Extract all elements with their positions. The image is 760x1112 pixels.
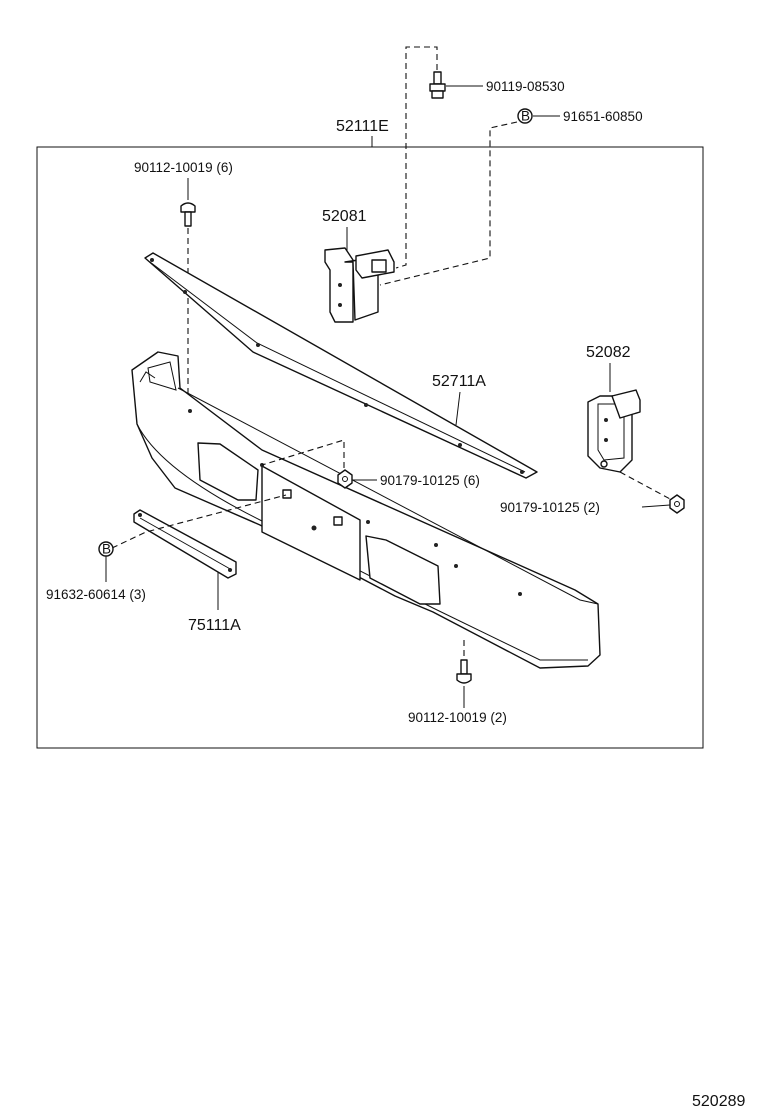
label-bolt-top: 90119-08530: [486, 79, 565, 94]
label-reinforcement: 75111A: [188, 617, 241, 634]
label-nut-center: 90179-10125 (6): [380, 473, 480, 488]
leader-nut-right: [641, 504, 671, 508]
label-bracket-right: 52082: [586, 344, 631, 361]
assembly-frame: [36, 146, 704, 749]
washer-b-left-icon: B: [98, 541, 114, 557]
clip-left-icon: [180, 202, 196, 227]
dash-reinforcement: [111, 494, 287, 549]
dash-bolt-top: [395, 46, 438, 269]
washer-b-top-icon: B: [517, 108, 533, 124]
label-clip-bottom: 90112-10019 (2): [408, 710, 507, 725]
label-washer-top: 91651-60850: [563, 109, 643, 124]
label-bracket-left: 52081: [322, 208, 367, 225]
label-assembly: 52111E: [336, 118, 389, 135]
nut-center-icon: [337, 469, 353, 489]
bracket-right-icon: [587, 389, 641, 473]
diagram-code: 520289: [692, 1093, 745, 1110]
bumper-icon: [131, 351, 601, 669]
dash-washer-top: [379, 121, 518, 286]
svg-text:B: B: [102, 542, 111, 557]
label-clip-left: 90112-10019 (6): [134, 160, 233, 175]
svg-text:B: B: [521, 109, 530, 124]
bracket-left-icon: [324, 247, 395, 323]
label-washer-left: 91632-60614 (3): [46, 587, 146, 602]
dash-nut-center: [261, 439, 345, 468]
label-cover: 52711A: [432, 373, 486, 390]
bolt-top-icon: [429, 71, 446, 99]
cover-strip-icon: [144, 252, 538, 479]
leader-cover: [455, 391, 461, 426]
clip-bottom-icon: [456, 659, 472, 684]
dash-bracket-right: [619, 471, 673, 501]
reinforcement-icon: [133, 509, 237, 579]
label-nut-right: 90179-10125 (2): [500, 500, 600, 515]
nut-right-icon: [669, 494, 685, 514]
